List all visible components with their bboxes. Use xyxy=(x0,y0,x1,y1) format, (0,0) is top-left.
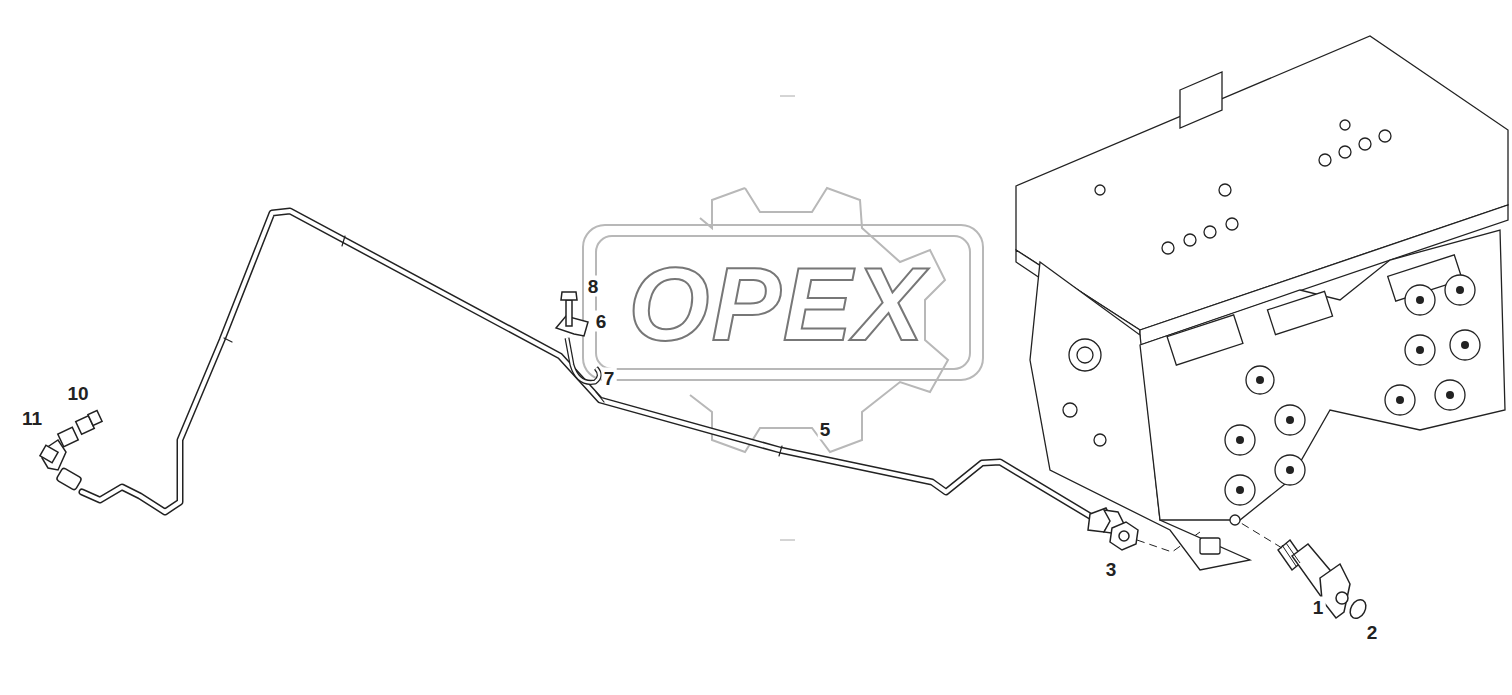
elbow-fitting xyxy=(40,410,102,490)
callout-number: 7 xyxy=(602,368,617,389)
callout-number: 3 xyxy=(1104,559,1119,580)
pressure-sensor xyxy=(1278,540,1369,621)
pipe xyxy=(82,211,1100,522)
hex-nut xyxy=(1110,522,1138,550)
watermark: OPEX xyxy=(629,252,926,356)
callout-number: 11 xyxy=(20,408,44,429)
callout-number: 6 xyxy=(594,311,609,332)
callout-number: 10 xyxy=(65,383,90,404)
callout-number: 8 xyxy=(586,276,601,297)
clip-bracket-bolt xyxy=(556,292,599,382)
callout-number: 2 xyxy=(1365,622,1380,643)
callout-number: 1 xyxy=(1311,597,1326,618)
callout-number: 5 xyxy=(818,419,833,440)
valve-block xyxy=(1016,36,1508,570)
